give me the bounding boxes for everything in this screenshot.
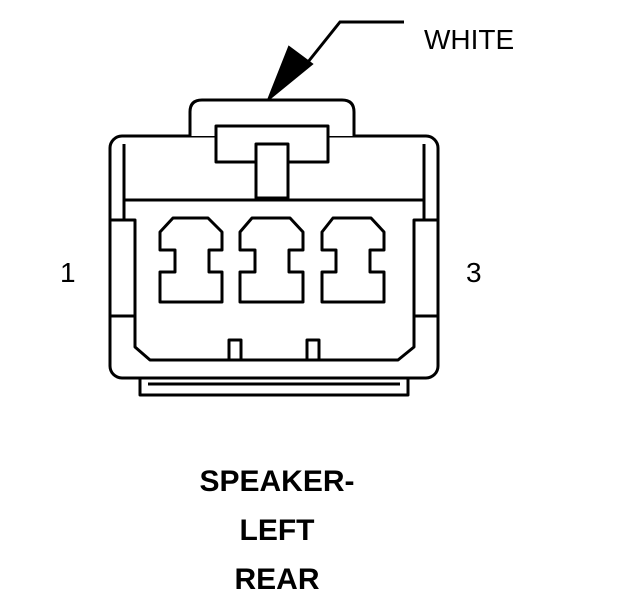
callout-arrowhead	[265, 45, 314, 104]
terminal-cavity-2	[238, 216, 305, 304]
terminal-cavity-3	[320, 216, 386, 304]
wire-color-label: WHITE	[424, 24, 514, 55]
color-callout	[265, 20, 404, 104]
pin-label-right: 3	[466, 257, 482, 288]
callout-leader-line	[298, 20, 404, 73]
terminal-cavities	[158, 216, 386, 304]
pin-label-left: 1	[60, 257, 76, 288]
right-side-rail	[414, 218, 438, 318]
bottom-key-right	[305, 338, 321, 362]
bottom-key-left	[227, 338, 243, 362]
terminal-cavity-1	[158, 216, 224, 304]
left-side-rail	[110, 218, 135, 318]
title-line-2: LEFT	[240, 514, 315, 547]
connector-inner-face	[122, 144, 426, 202]
connector-base-rail	[138, 376, 410, 397]
locking-tab-stem	[254, 142, 290, 200]
title-line-1: SPEAKER-	[199, 465, 354, 498]
title-line-3: REAR	[234, 563, 319, 596]
